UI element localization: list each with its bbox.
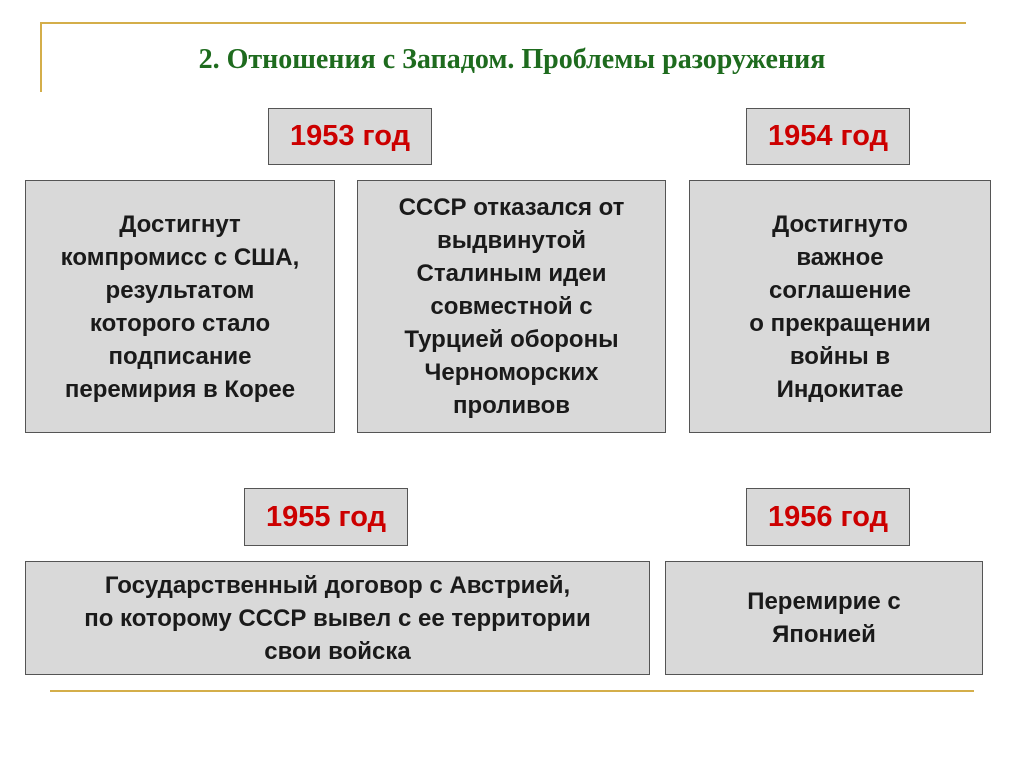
event-austria-text: Государственный договор с Австрией, по к…	[84, 571, 591, 665]
event-japan-armistice: Перемирие с Японией	[665, 561, 983, 675]
year-1954-label: 1954 год	[746, 108, 910, 165]
decorative-left-line	[40, 22, 42, 92]
event-korea-armistice: Достигнут компромисс с США, результатом …	[25, 180, 335, 433]
slide-title: 2. Отношения с Западом. Проблемы разоруж…	[198, 44, 826, 75]
year-1955-label: 1955 год	[244, 488, 408, 546]
event-korea-text: Достигнут компромисс с США, результатом …	[60, 210, 300, 403]
event-turkey-text: СССР отказался от выдвинутой Сталиным ид…	[398, 194, 625, 419]
event-austria-treaty: Государственный договор с Австрией, по к…	[25, 561, 650, 675]
decorative-top-line	[40, 22, 966, 24]
decorative-bottom-line	[50, 690, 974, 692]
event-turkey-straits: СССР отказался от выдвинутой Сталиным ид…	[357, 180, 666, 433]
event-indochina-text: Достигнуто важное соглашение о прекращен…	[749, 210, 931, 403]
year-1956-label: 1956 год	[746, 488, 910, 546]
event-indochina-agreement: Достигнуто важное соглашение о прекращен…	[689, 180, 991, 433]
event-japan-text: Перемирие с Японией	[747, 588, 901, 648]
year-1953-label: 1953 год	[268, 108, 432, 165]
